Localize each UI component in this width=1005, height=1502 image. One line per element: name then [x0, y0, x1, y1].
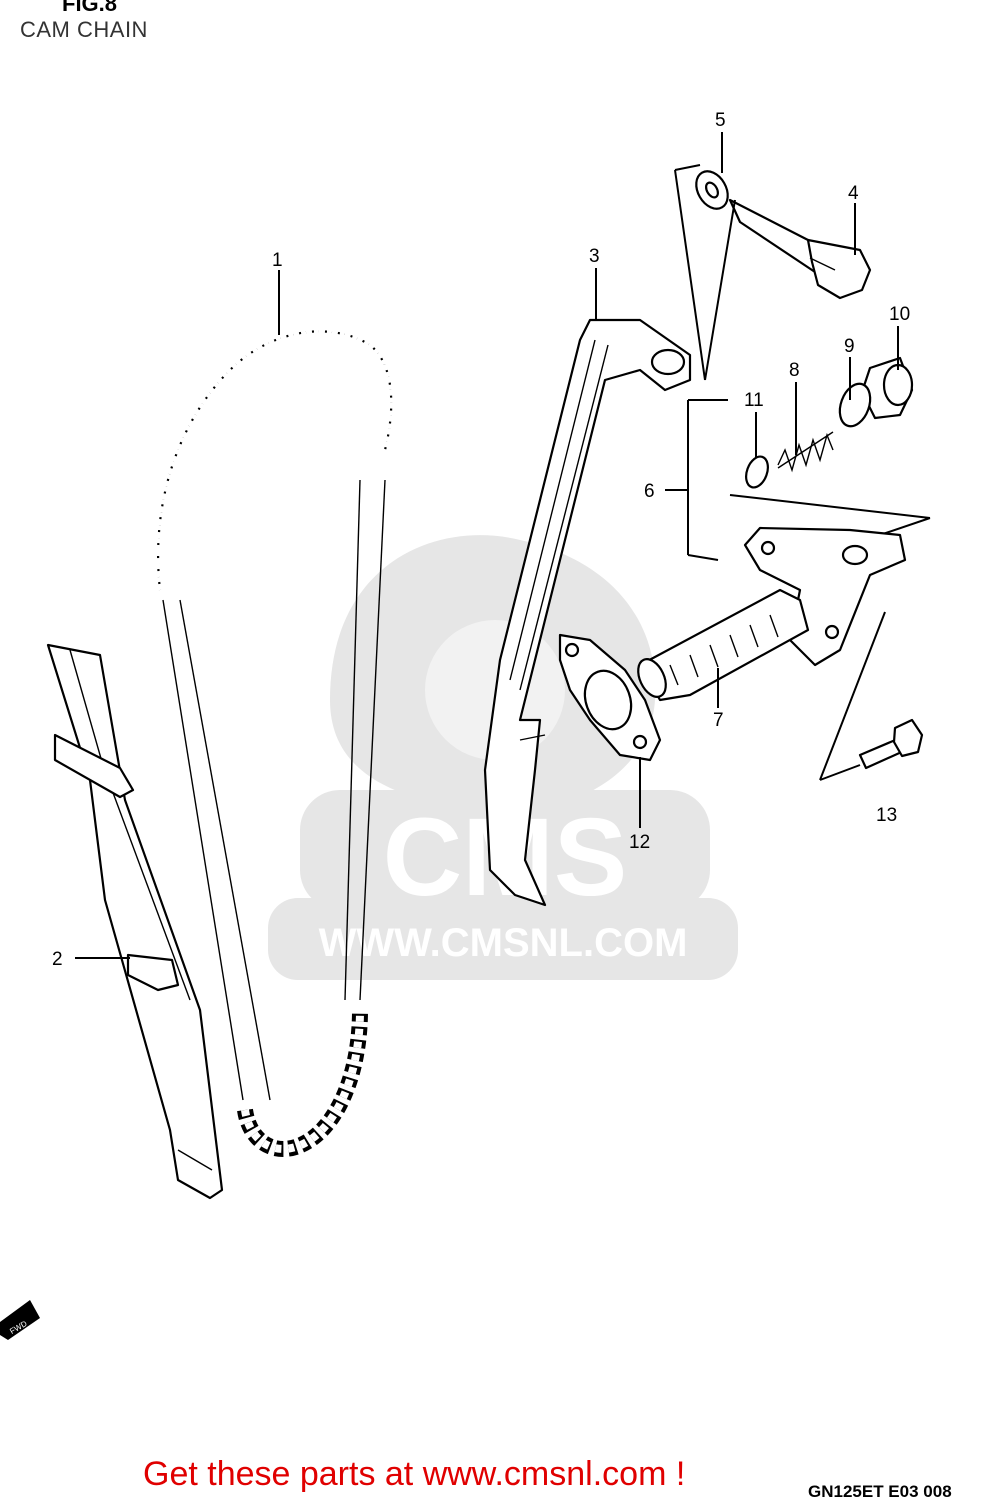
cam-chain-icon	[154, 327, 396, 1157]
callout-12: 12	[629, 832, 650, 853]
cap-nut-icon	[860, 356, 914, 420]
assembly-bracket	[665, 399, 728, 561]
pivot-bolt-icon	[728, 198, 872, 300]
gasket-icon	[558, 633, 662, 762]
promo-link[interactable]: Get these parts at www.cmsnl.com !	[143, 1455, 686, 1493]
fwd-badge-icon: FWD	[0, 1300, 40, 1340]
tensioner-body-icon	[637, 526, 907, 702]
callout-1: 1	[272, 250, 283, 271]
washer-icon	[838, 382, 872, 428]
callout-8: 8	[789, 360, 800, 381]
callout-4: 4	[848, 183, 859, 204]
o-ring-icon	[745, 455, 769, 489]
callout-11: 11	[744, 390, 764, 411]
washer-icon	[695, 170, 729, 210]
chain-tensioner-arm-icon	[483, 318, 692, 907]
callout-10: 10	[889, 304, 910, 325]
callout-13: 13	[876, 805, 897, 826]
leader-lines	[75, 132, 899, 959]
spring-icon	[777, 431, 834, 473]
callout-5: 5	[715, 110, 726, 131]
drawing-code: GN125ET E03 008	[808, 1482, 952, 1501]
chain-guide-icon	[46, 643, 224, 1200]
bracket-lines-lower	[729, 494, 931, 781]
callout-numbers: 1 2 3 4 5 6 7 8 9 10 11 12 13	[52, 110, 910, 970]
callout-7: 7	[713, 710, 724, 731]
watermark-url: WWW.CMSNL.COM	[319, 921, 688, 965]
watermark: CMS WWW.CMSNL.COM	[268, 535, 738, 980]
callout-6: 6	[644, 481, 655, 502]
callout-3: 3	[589, 246, 600, 267]
callout-9: 9	[844, 336, 855, 357]
figure-title: CAM CHAIN	[20, 17, 148, 42]
callout-2: 2	[52, 949, 63, 970]
bracket-lines-upper	[674, 164, 736, 381]
figure-label: FIG.8	[62, 0, 118, 16]
bolt-icon	[858, 718, 924, 770]
